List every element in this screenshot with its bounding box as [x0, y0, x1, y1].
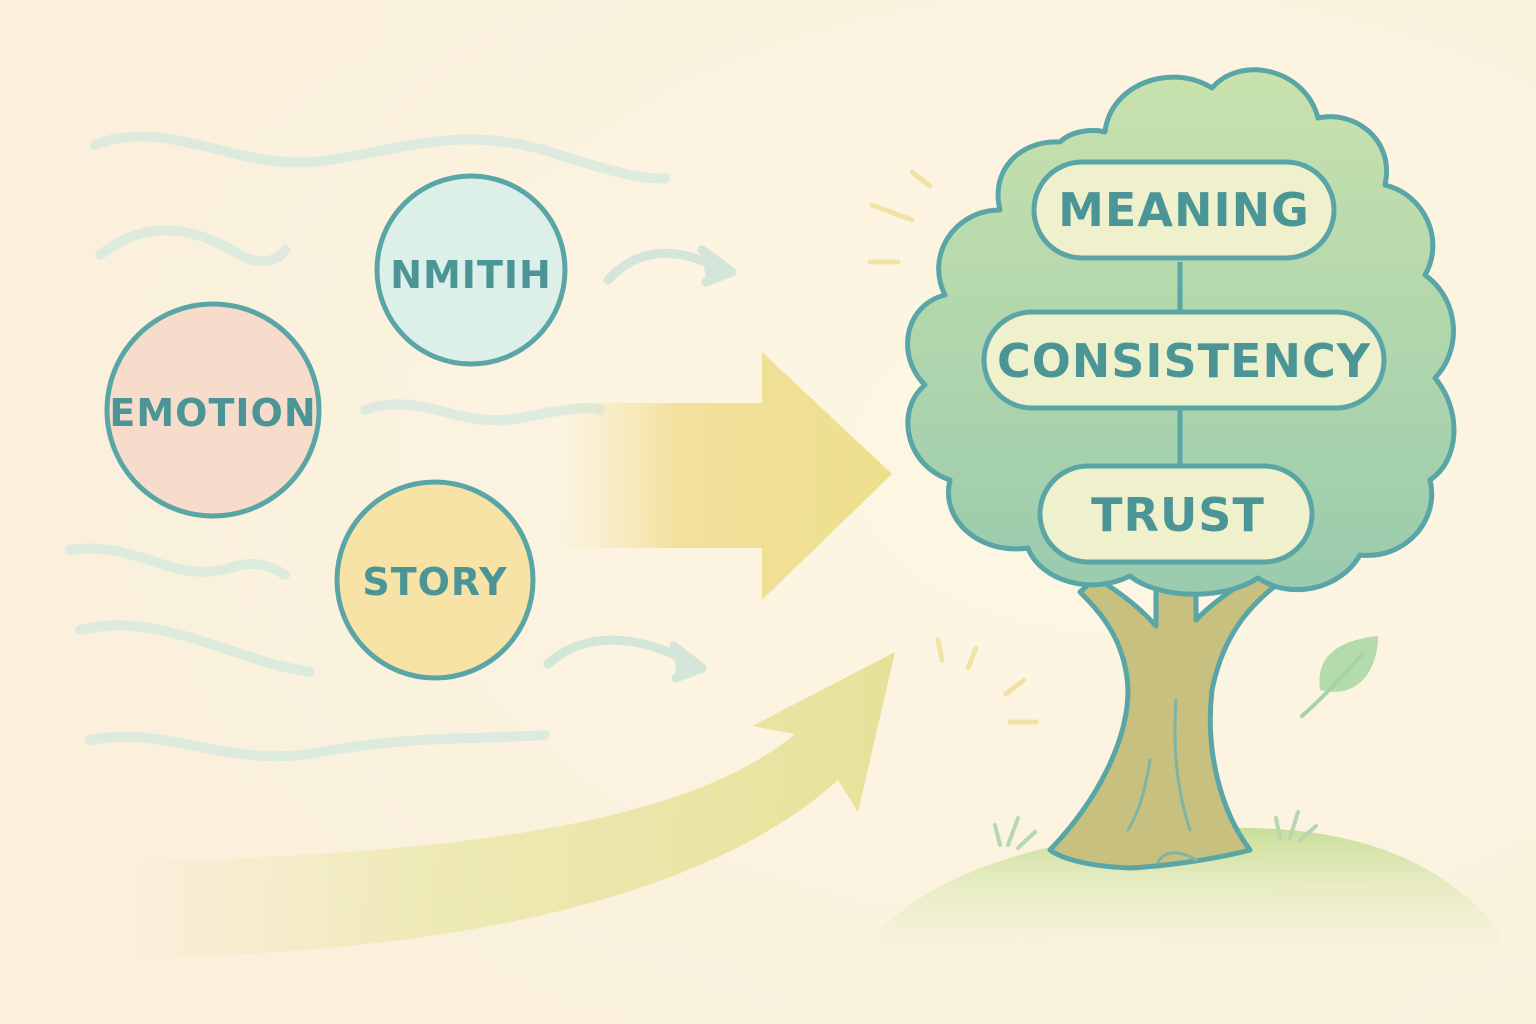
small-flow-arrows [543, 245, 737, 683]
ground-hill [880, 827, 1500, 960]
input-circle-shape [374, 173, 568, 367]
tree-level-pill [981, 309, 1387, 411]
trunk-grain [1126, 698, 1198, 864]
tree-level: MEANING [1031, 159, 1337, 261]
sparkle-mark [1003, 677, 1027, 697]
input-circle-shape [104, 301, 322, 519]
grass-tufts [993, 810, 1318, 850]
tree-level-label: TRUST [1091, 488, 1265, 542]
grass-tuft [1274, 810, 1318, 842]
wave-line [85, 730, 550, 762]
tree-level: TRUST [1037, 463, 1315, 565]
sparkle-mark [935, 637, 945, 663]
rising-arrow [120, 652, 895, 958]
input-circle-label: STORY [362, 560, 507, 604]
small-arrow-head [669, 641, 707, 683]
trunk-grain-line [1156, 851, 1198, 864]
small-arrow-head [697, 245, 737, 287]
wave-line [90, 131, 670, 184]
wave-line [75, 620, 315, 677]
leaf-icon [1300, 636, 1378, 718]
tree-level-label: MEANING [1058, 183, 1310, 237]
grass-tuft [993, 816, 1037, 850]
sparkle-marks [867, 169, 1039, 725]
input-circle: EMOTION [104, 301, 322, 519]
sparkle-mark [909, 169, 933, 189]
wave-line [95, 225, 290, 267]
tree-level-pill [1037, 463, 1315, 565]
sparkle-mark [869, 202, 915, 223]
sparkle-mark [965, 645, 979, 671]
tree-level-label: CONSISTENCY [997, 334, 1371, 388]
input-circle-label: EMOTION [109, 391, 316, 435]
flow-waves [65, 131, 670, 762]
tree-level-pill [1031, 159, 1337, 261]
wave-line [65, 543, 290, 580]
trunk-grain-line [1126, 758, 1152, 832]
input-circle: STORY [334, 479, 536, 681]
input-circle: NMITIH [374, 173, 568, 367]
input-circle-shape [334, 479, 536, 681]
tree-trunk [1047, 557, 1278, 871]
trunk-grain-line [1173, 698, 1192, 832]
tree-level: CONSISTENCY [981, 309, 1387, 411]
small-arrow [543, 635, 693, 669]
input-circle-label: NMITIH [390, 253, 552, 297]
main-arrow [560, 352, 892, 600]
